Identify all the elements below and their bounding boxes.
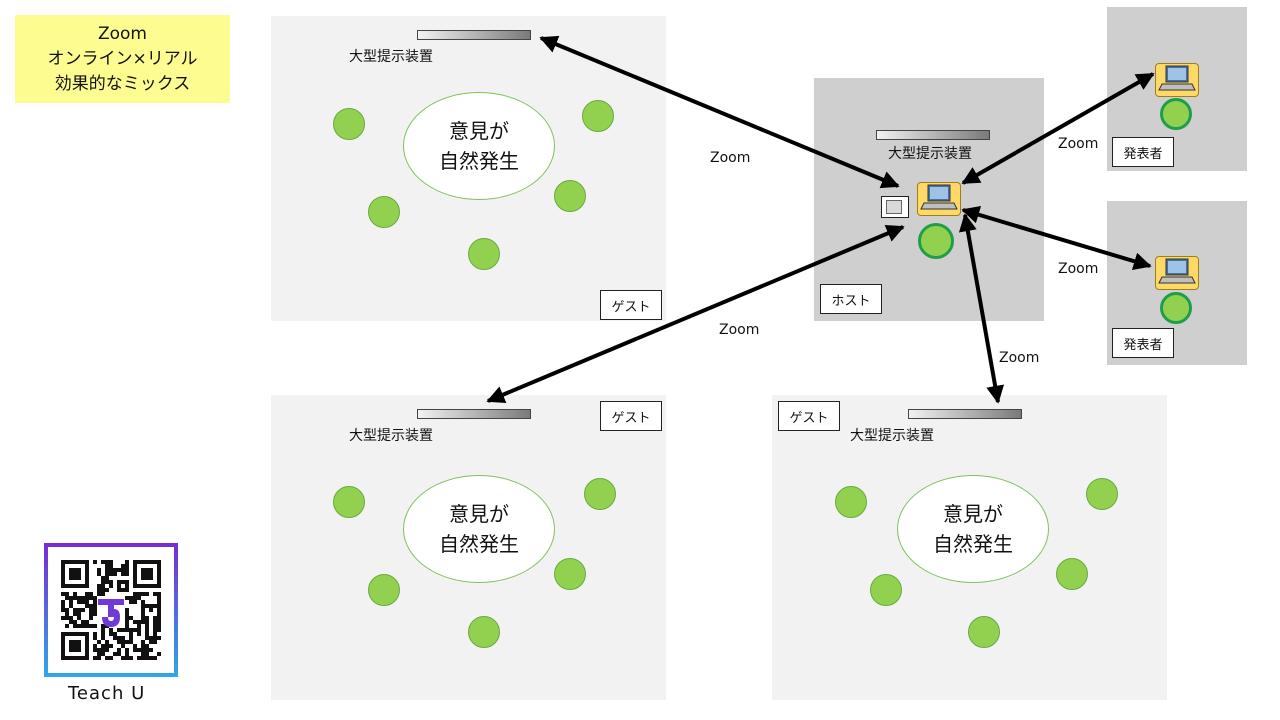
laptop-icon — [917, 182, 961, 216]
zoom-arrow — [539, 35, 900, 189]
role-tag-guest: ゲスト — [600, 401, 662, 431]
person-icon — [584, 478, 616, 510]
bubble-line-2: 自然発生 — [439, 532, 519, 556]
discussion-bubble: 意見が 自然発生 — [403, 475, 555, 583]
person-icon — [554, 558, 586, 590]
screen-label: 大型提示装置 — [349, 428, 433, 444]
person-icon — [870, 574, 902, 606]
presenter-room-bottom: 発表者 — [1107, 201, 1247, 365]
brand-label: Teach U — [68, 683, 146, 704]
person-icon — [1086, 478, 1118, 510]
zoom-arrow — [958, 213, 1005, 404]
title-line-3: 効果的なミックス — [54, 73, 191, 94]
bubble-line-1: 意見が — [449, 502, 509, 526]
zoom-label: Zoom — [1058, 261, 1099, 277]
laptop-icon — [1155, 63, 1199, 97]
zoom-arrow — [961, 206, 1152, 270]
person-icon — [968, 616, 1000, 648]
person-icon — [333, 108, 365, 140]
zoom-label: Zoom — [710, 150, 751, 166]
camera-icon — [881, 196, 909, 218]
bubble-line-1: 意見が — [943, 502, 1003, 526]
screen-bar — [417, 30, 531, 40]
guest-room-bottom-left: 大型提示装置 意見が 自然発生 ゲスト — [271, 395, 666, 700]
bubble-line-1: 意見が — [449, 119, 509, 143]
person-icon — [1160, 292, 1192, 324]
discussion-bubble: 意見が 自然発生 — [897, 475, 1049, 583]
laptop-icon — [1155, 256, 1199, 290]
person-icon — [468, 616, 500, 648]
title-line-2: オンライン×リアル — [47, 48, 198, 69]
role-tag-presenter: 発表者 — [1112, 328, 1174, 358]
bubble-line-2: 自然発生 — [933, 532, 1013, 556]
title-line-1: Zoom — [97, 23, 147, 44]
qr-code-icon — [48, 547, 174, 673]
screen-bar — [908, 409, 1022, 419]
discussion-bubble: 意見が 自然発生 — [403, 92, 555, 200]
screen-label: 大型提示装置 — [888, 146, 972, 162]
title-box: Zoom オンライン×リアル 効果的なミックス — [15, 15, 230, 103]
zoom-arrow — [486, 224, 905, 404]
screen-label: 大型提示装置 — [349, 49, 433, 65]
person-icon — [835, 486, 867, 518]
role-tag-guest: ゲスト — [778, 401, 840, 431]
zoom-label: Zoom — [1058, 136, 1099, 152]
person-icon — [368, 196, 400, 228]
bubble-line-2: 自然発生 — [439, 149, 519, 173]
person-icon — [333, 486, 365, 518]
screen-bar — [417, 409, 531, 419]
qr-code-frame — [44, 543, 178, 677]
person-icon — [368, 574, 400, 606]
zoom-label: Zoom — [999, 350, 1040, 366]
person-icon — [1160, 98, 1192, 130]
zoom-arrow — [961, 72, 1155, 185]
person-icon — [918, 223, 954, 259]
person-icon — [1056, 558, 1088, 590]
zoom-label: Zoom — [719, 322, 760, 338]
guest-room-bottom-right: 大型提示装置 意見が 自然発生 ゲスト — [772, 395, 1167, 700]
screen-label: 大型提示装置 — [850, 428, 934, 444]
